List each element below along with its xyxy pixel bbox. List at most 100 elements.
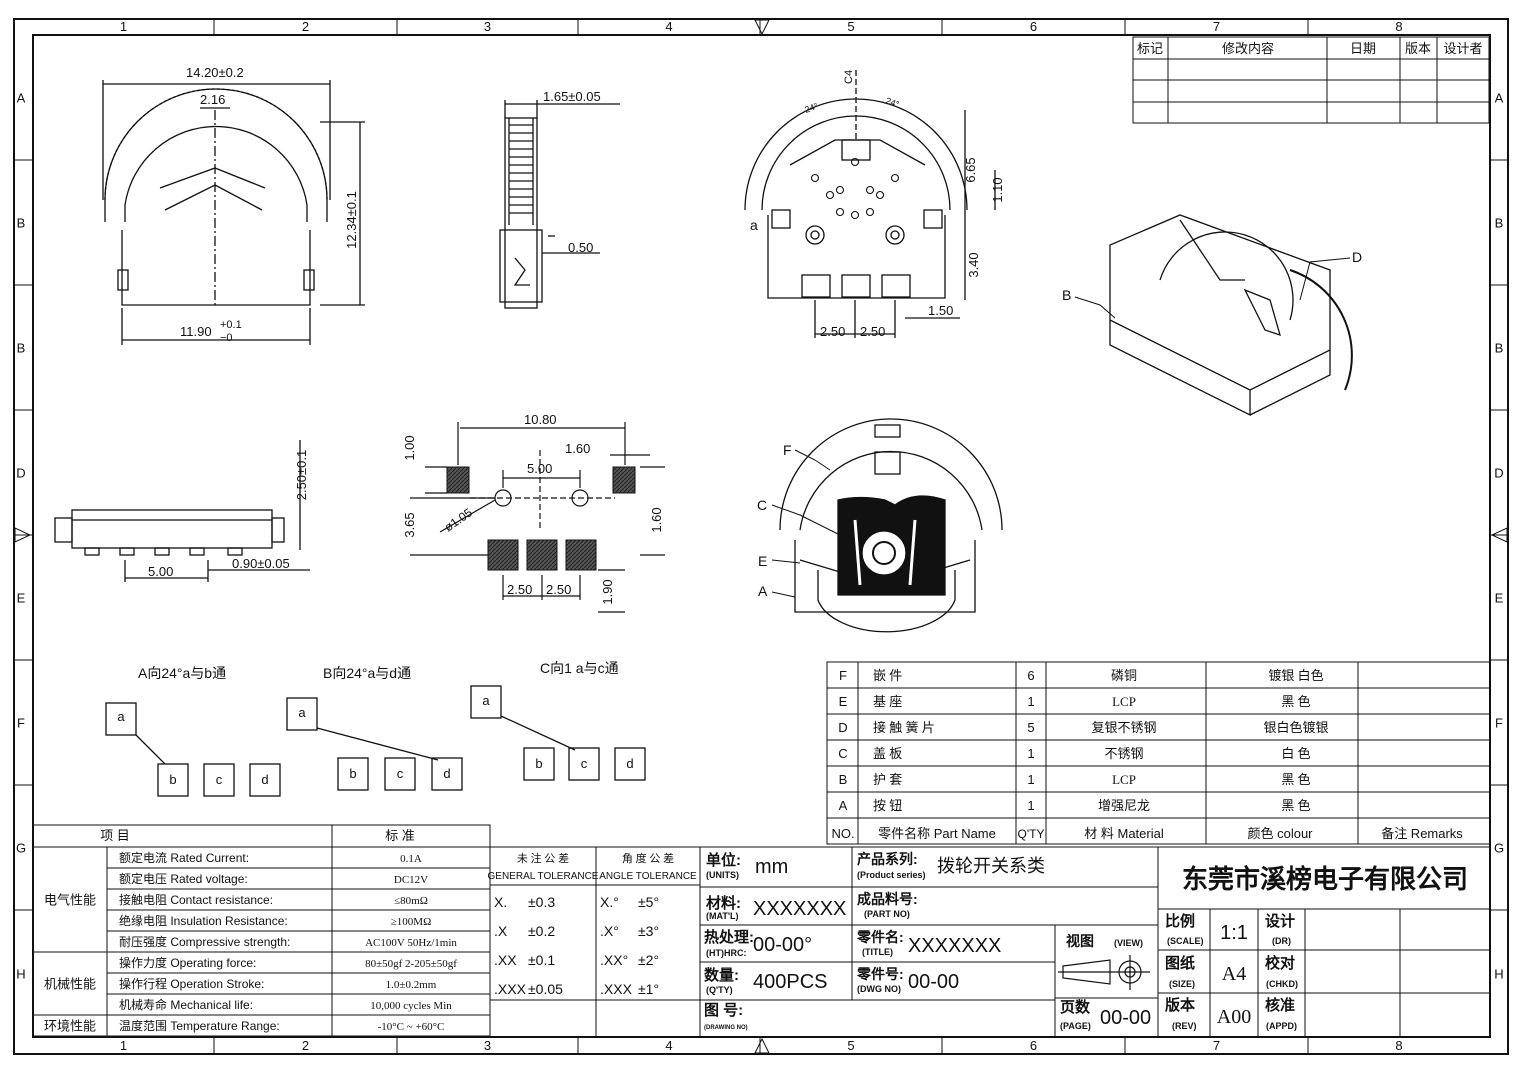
top-hole bbox=[890, 173, 900, 183]
tol-angle-value: ±3° bbox=[638, 923, 659, 939]
tol-general-value: ±0.1 bbox=[528, 952, 555, 968]
schematic-3-title: C向1 a与c通 bbox=[540, 660, 619, 676]
parts-header-remarks: 备注 Remarks bbox=[1381, 826, 1463, 841]
rev-value: A00 bbox=[1217, 1006, 1251, 1028]
grid-row-label: D bbox=[1494, 466, 1503, 481]
title-en: (TITLE) bbox=[862, 947, 893, 957]
material-value: XXXXXXX bbox=[753, 898, 846, 920]
title-label: 零件名: bbox=[856, 929, 904, 945]
parts-row-colour: 黑 色 bbox=[1281, 772, 1310, 787]
dim-bottom-pitch: 5.00 bbox=[148, 564, 173, 579]
rev-en: (REV) bbox=[1172, 1021, 1197, 1031]
rev-header-designer: 设计者 bbox=[1443, 41, 1482, 56]
rev-header-mark: 标记 bbox=[1137, 41, 1163, 56]
schematic-1: A向24°a与b通 a b c d bbox=[105, 665, 281, 797]
grid-col-label: 8 bbox=[1395, 1038, 1402, 1053]
tol-angle-cn: 角 度 公 差 bbox=[622, 851, 674, 865]
center-mark-bottom bbox=[754, 1037, 770, 1054]
qty-en: (Q'TY) bbox=[706, 985, 733, 995]
tol-general-key: .X bbox=[494, 923, 508, 939]
grid-col-label: 6 bbox=[1030, 1038, 1037, 1053]
dr-label: 设计 bbox=[1265, 912, 1295, 930]
tol-general-en: GENERAL TOLERANCE bbox=[488, 871, 599, 882]
parts-row-colour: 黑 色 bbox=[1281, 694, 1310, 709]
center-mark-left bbox=[14, 527, 32, 543]
parts-row-no: E bbox=[839, 694, 848, 709]
dim-pcb-hole-dia: ø1.05 bbox=[442, 505, 475, 534]
company-name: 东莞市溪榜电子有限公司 bbox=[1182, 864, 1468, 894]
tol-general-key: X. bbox=[494, 894, 507, 910]
tol-angle-value: ±2° bbox=[638, 952, 659, 968]
grid-col-label: 7 bbox=[1213, 1038, 1220, 1053]
schematic-1-c: c bbox=[216, 772, 223, 787]
dim-top-angle-b: 24° bbox=[884, 95, 901, 109]
parts-row-colour: 白 色 bbox=[1281, 746, 1310, 761]
view-label: 视图 bbox=[1066, 933, 1094, 949]
iso-leaders bbox=[1074, 257, 1351, 319]
dim-pcb-pitch-2: 2.50 bbox=[546, 582, 571, 597]
spec-row-value: ≥100MΩ bbox=[391, 916, 432, 928]
grid-row-label: G bbox=[1494, 841, 1504, 856]
schematic-1-a: a bbox=[117, 709, 125, 724]
spec-row-label: 操作行程 Operation Stroke: bbox=[119, 976, 264, 991]
parts-row-name: 接 触 簧 片 bbox=[873, 720, 935, 735]
tol-general-value: ±0.2 bbox=[528, 923, 555, 939]
parts-row-no: C bbox=[838, 746, 847, 761]
schematic-3: C向1 a与c通 a b c d bbox=[470, 660, 646, 781]
schematic-3-c: c bbox=[581, 756, 588, 771]
side-view bbox=[499, 100, 620, 309]
top-hole bbox=[875, 190, 885, 200]
iso-callout-b: B bbox=[1062, 287, 1071, 303]
grid-col-label: 3 bbox=[484, 19, 491, 34]
series-value: 拨轮开关系类 bbox=[937, 856, 1045, 876]
spec-group-name: 电气性能 bbox=[44, 893, 96, 908]
parts-row-colour: 黑 色 bbox=[1281, 798, 1310, 813]
tol-angle-key: .XX° bbox=[600, 952, 628, 968]
parts-row-material: 复银不锈钢 bbox=[1091, 720, 1156, 735]
parts-row-no: D bbox=[838, 720, 847, 735]
top-hole bbox=[865, 185, 875, 195]
tol-angle-key: .XXX bbox=[600, 981, 633, 997]
qty-label: 数量: bbox=[704, 966, 739, 984]
dim-top-pitch-2: 2.50 bbox=[860, 324, 885, 339]
center-mark-right bbox=[1490, 527, 1508, 543]
parts-row-material: LCP bbox=[1112, 772, 1136, 787]
parts-row-name: 护 套 bbox=[873, 772, 902, 787]
dim-top-angle-a: 24° bbox=[803, 101, 820, 115]
parts-row-qty: 1 bbox=[1027, 798, 1034, 813]
parts-row-qty: 1 bbox=[1027, 746, 1034, 761]
parts-row-no: A bbox=[839, 798, 848, 813]
grid-row-label: E bbox=[1495, 591, 1504, 606]
top-callout-a: a bbox=[750, 217, 758, 233]
grid-row-label: G bbox=[16, 841, 26, 856]
tol-angle-key: X.° bbox=[600, 894, 619, 910]
tol-angle-en: ANGLE TOLERANCE bbox=[599, 871, 697, 882]
parts-row-qty: 1 bbox=[1027, 772, 1034, 787]
spec-row-label: 操作力度 Operating force: bbox=[119, 955, 256, 970]
rev-header-version: 版本 bbox=[1405, 41, 1431, 56]
parts-row-material: 磷铜 bbox=[1111, 668, 1137, 683]
dim-side-thickness: 1.65±0.05 bbox=[543, 89, 601, 104]
scale-value: 1:1 bbox=[1220, 922, 1248, 944]
chkd-en: (CHKD) bbox=[1266, 979, 1298, 989]
spec-row-value: 80±50gf 2-205±50gf bbox=[365, 958, 457, 970]
parts-row-name: 嵌 件 bbox=[873, 668, 902, 683]
rev-header-content: 修改内容 bbox=[1222, 41, 1274, 56]
appd-en: (APPD) bbox=[1266, 1021, 1297, 1031]
chkd-label: 校对 bbox=[1265, 954, 1295, 972]
qty-value: 400PCS bbox=[753, 971, 828, 993]
section-leaders bbox=[771, 449, 841, 598]
spec-row-value: 0.1A bbox=[400, 853, 422, 865]
dwg-en: (DWG NO) bbox=[857, 984, 901, 994]
schematic-2-a: a bbox=[298, 705, 306, 720]
dim-pcb-vertical: 3.65 bbox=[402, 512, 417, 537]
schematic-1-b: b bbox=[169, 772, 176, 787]
size-en: (SIZE) bbox=[1169, 979, 1195, 989]
bottom-view bbox=[54, 440, 310, 582]
parts-row-material: 增强尼龙 bbox=[1098, 798, 1150, 813]
grid-col-label: 3 bbox=[484, 1038, 491, 1053]
spec-group-name: 环境性能 bbox=[44, 1019, 96, 1034]
dr-en: (DR) bbox=[1272, 936, 1291, 946]
parts-row-colour: 银白色镀银 bbox=[1263, 720, 1328, 735]
pcb-layout bbox=[410, 422, 665, 613]
